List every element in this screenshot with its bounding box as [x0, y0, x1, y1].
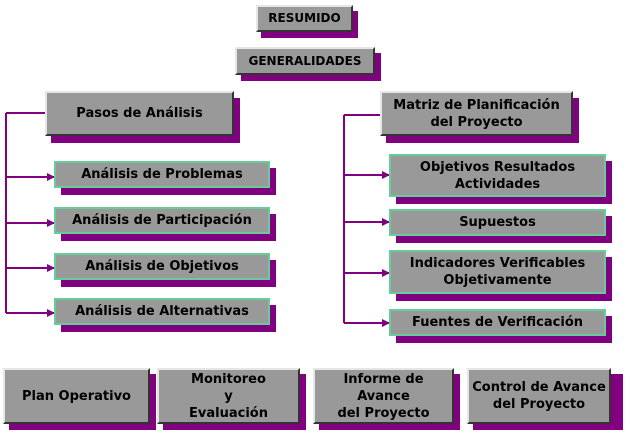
bottom-plan-operativo: Plan Operativo	[3, 368, 150, 424]
right-item-indicadores-verificables: Indicadores Verificables Objetivamente	[389, 250, 606, 294]
left-item-analisis-participacion: Análisis de Participación	[54, 207, 270, 234]
right-header-matriz-planificacion: Matriz de Planificación del Proyecto	[380, 91, 573, 136]
title-resumido: RESUMIDO	[256, 5, 353, 32]
left-item-analisis-problemas: Análisis de Problemas	[54, 161, 270, 188]
right-item-supuestos: Supuestos	[389, 209, 606, 236]
bottom-control-avance: Control de Avance del Proyecto	[467, 368, 611, 424]
left-header-pasos-de-analisis: Pasos de Análisis	[45, 91, 234, 136]
right-item-fuentes-verificacion: Fuentes de Verificación	[389, 309, 606, 336]
left-item-analisis-alternativas: Análisis de Alternativas	[54, 298, 270, 325]
left-item-analisis-objetivos: Análisis de Objetivos	[54, 253, 270, 280]
bottom-monitoreo-evaluacion: Monitoreo y Evaluación	[157, 368, 300, 424]
bottom-informe-avance: Informe de Avance del Proyecto	[313, 368, 454, 424]
right-item-objetivos-resultados-actividades: Objetivos Resultados Actividades	[389, 154, 606, 197]
title-generalidades: GENERALIDADES	[235, 47, 375, 75]
